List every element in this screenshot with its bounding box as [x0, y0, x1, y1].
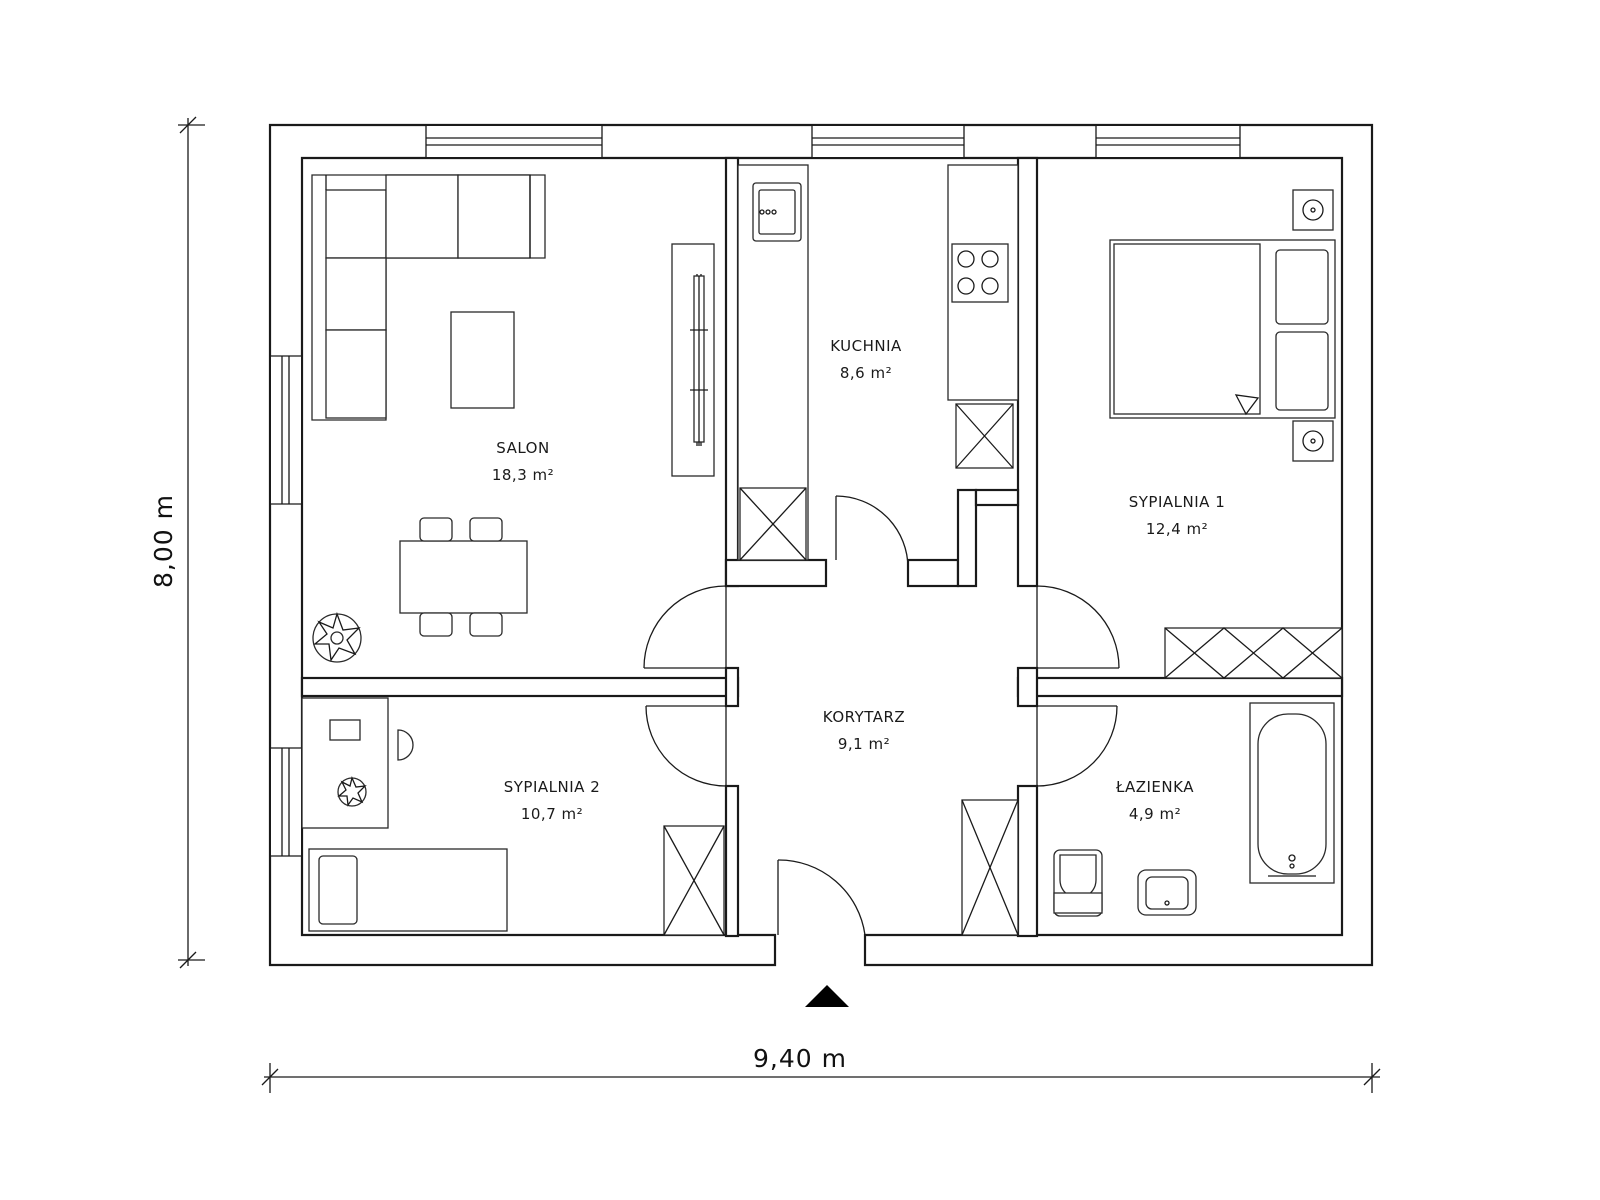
wardrobe-bedroom2	[663, 825, 725, 936]
room-area: 8,6 m²	[840, 364, 892, 382]
salon-furniture	[311, 174, 715, 663]
window-salon-top	[425, 126, 603, 158]
corridor-wardrobe	[961, 799, 1019, 936]
window-bedroom1-top	[1095, 126, 1241, 158]
door-kitchen[interactable]	[835, 495, 909, 569]
room-sypialnia-2[interactable]: SYPIALNIA 2 10,7 m²	[504, 778, 601, 823]
nightstand-bottom	[1292, 420, 1334, 462]
bedroom1-furniture	[1109, 189, 1343, 679]
room-area: 9,1 m²	[838, 735, 890, 753]
arrow-up-icon	[805, 985, 849, 1007]
fridge	[955, 403, 1014, 469]
room-kuchnia[interactable]: KUCHNIA 8,6 m²	[830, 337, 902, 382]
double-bed	[1109, 239, 1336, 419]
room-area: 10,7 m²	[521, 805, 583, 823]
dimension-width-label: 9,40 m	[753, 1044, 847, 1073]
washbasin-icon	[1137, 869, 1197, 916]
kitchen-cabinet	[739, 487, 807, 561]
door-bedroom1[interactable]	[1036, 585, 1120, 669]
toilet-icon	[1053, 849, 1103, 917]
room-name: SALON	[496, 439, 549, 457]
room-name: SYPIALNIA 1	[1129, 493, 1226, 511]
nightstand-top	[1292, 189, 1334, 231]
bathtub	[1249, 702, 1335, 884]
single-bed	[308, 848, 508, 932]
door-bathroom[interactable]	[1036, 705, 1118, 787]
plant-icon	[312, 611, 362, 663]
desk	[301, 697, 389, 829]
door-bedroom2[interactable]	[645, 705, 727, 787]
tv-cabinet	[671, 243, 715, 477]
room-area: 18,3 m²	[492, 466, 554, 484]
room-name: ŁAZIENKA	[1115, 778, 1194, 796]
room-name: KUCHNIA	[830, 337, 902, 355]
plant-small-icon	[337, 776, 367, 807]
door-entrance[interactable]	[777, 859, 866, 936]
window-bedroom2-left	[270, 747, 302, 857]
sink-icon	[752, 182, 802, 242]
kitchen-furniture	[737, 164, 1019, 561]
room-salon[interactable]: SALON 18,3 m²	[492, 439, 554, 484]
room-sypialnia-1[interactable]: SYPIALNIA 1 12,4 m²	[1129, 493, 1226, 538]
room-name: KORYTARZ	[823, 708, 905, 726]
bathroom-furniture	[1053, 702, 1335, 917]
doors	[643, 495, 1120, 936]
room-name: SYPIALNIA 2	[504, 778, 601, 796]
window-salon-left	[270, 355, 302, 505]
room-korytarz[interactable]: KORYTARZ 9,1 m²	[823, 708, 905, 753]
wardrobe-bedroom1	[1164, 627, 1343, 679]
chair	[397, 729, 414, 761]
room-lazienka[interactable]: ŁAZIENKA 4,9 m²	[1115, 778, 1194, 823]
walls	[268, 123, 1374, 967]
window-kitchen-top	[811, 126, 965, 158]
stove-icon	[951, 243, 1009, 303]
corner-sofa	[311, 174, 546, 421]
monitor	[329, 719, 361, 741]
room-area: 12,4 m²	[1146, 520, 1208, 538]
bedroom2-furniture	[301, 697, 725, 936]
dining-set	[399, 517, 528, 637]
dimension-height-label: 8,00 m	[149, 494, 178, 588]
dimension-width: 9,40 m	[261, 1044, 1381, 1093]
room-area: 4,9 m²	[1129, 805, 1181, 823]
door-salon[interactable]	[643, 585, 727, 669]
dimension-height: 8,00 m	[149, 116, 205, 969]
coffee-table	[450, 311, 515, 409]
windows	[270, 126, 1241, 857]
